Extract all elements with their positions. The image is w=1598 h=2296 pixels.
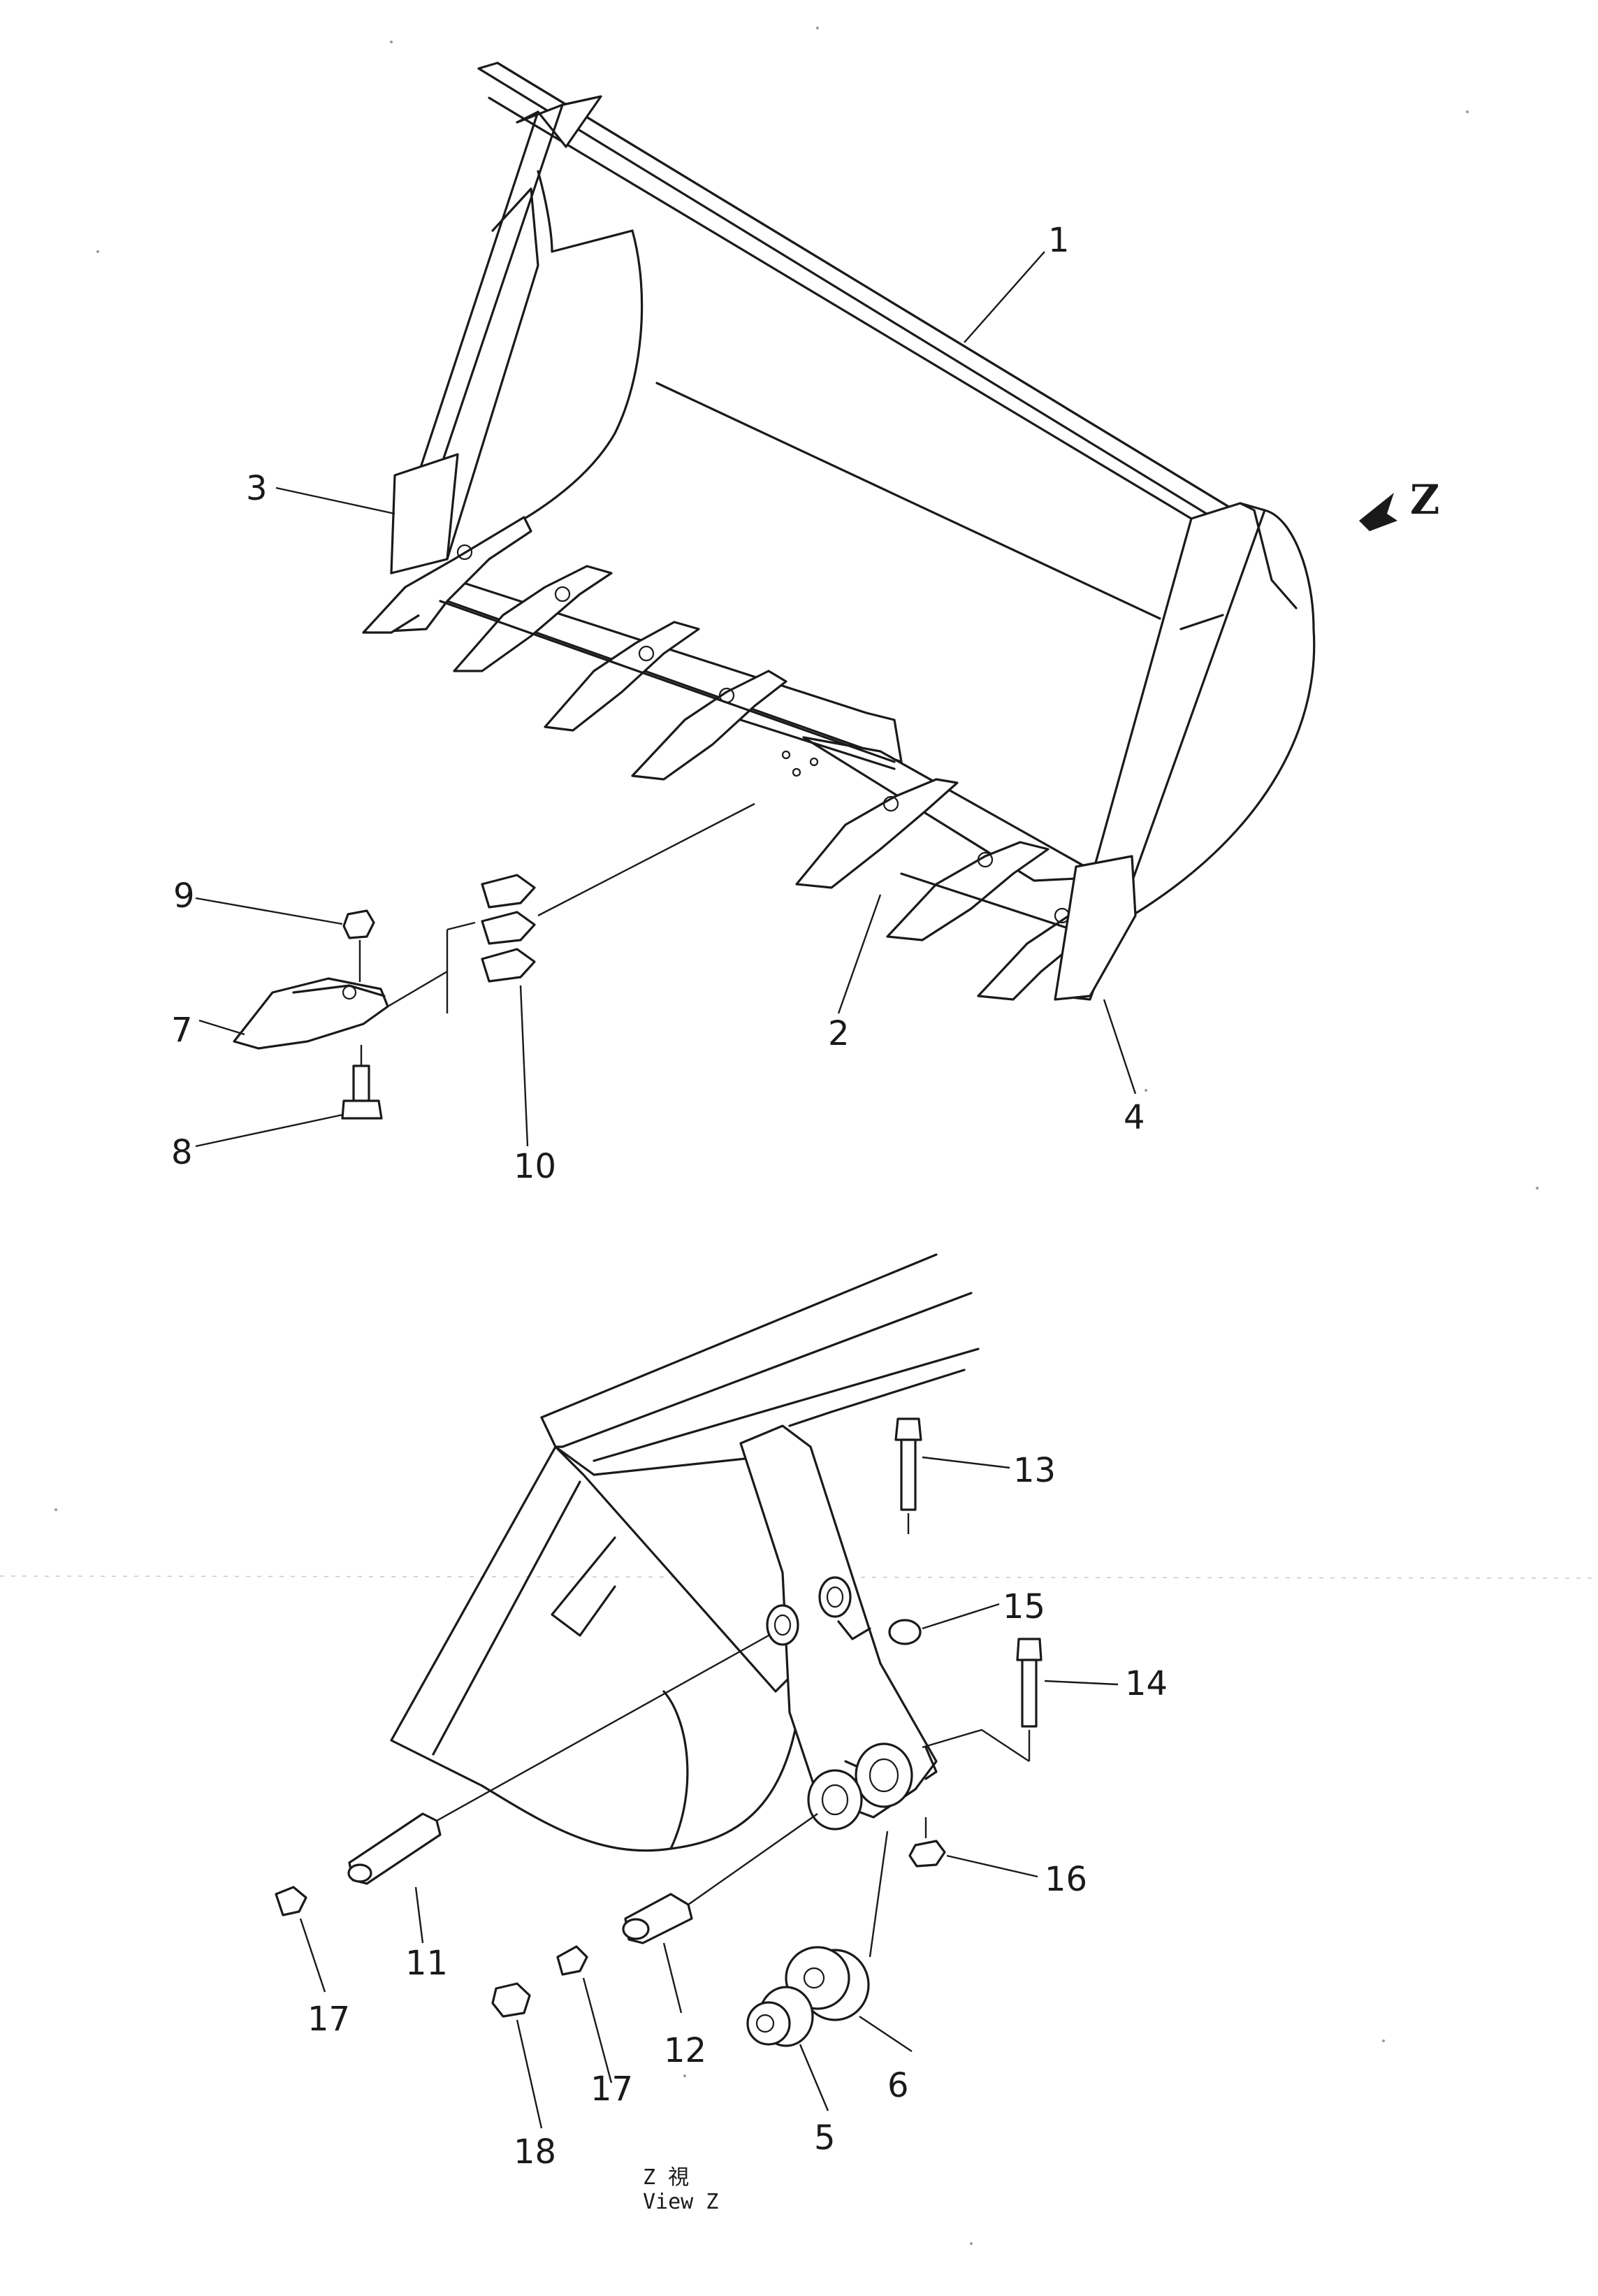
plug-18 [491,1982,531,2018]
callout-14: 14 [1125,1664,1168,1703]
callout-2: 2 [828,1014,850,1053]
callout-9: 9 [173,876,195,916]
callout-13: 13 [1013,1451,1056,1490]
view-caption-line1: Z 視 [643,2165,689,2190]
callout-8: 8 [171,1133,193,1172]
callout-4: 4 [1124,1098,1145,1137]
grease-fitting-17a [275,1886,307,1916]
top-leaders [195,251,1137,1148]
hinge-hardware-exploded [275,1417,1043,2047]
callout-18: 18 [514,2132,556,2172]
washer-15 [888,1619,922,1645]
view-z-label: Z [1410,476,1439,524]
scan-line [0,1575,1598,1579]
bucket-teeth [362,516,1112,1001]
callout-6: 6 [887,2066,909,2105]
shim-10b [481,911,536,945]
callout-12: 12 [664,2031,706,2070]
callout-15: 15 [1003,1587,1045,1626]
bottom-leaders [299,1456,1119,2129]
callout-1: 1 [1048,221,1070,260]
view-caption: Z 視 View Z [643,2165,718,2214]
callout-5: 5 [814,2118,836,2158]
callout-labels: 1 2 3 4 5 6 7 8 9 10 11 12 13 14 15 16 1… [171,221,1168,2172]
bolt-13 [894,1417,922,1441]
view-z-arrow: Z [1359,476,1439,531]
bolt-14 [1016,1638,1043,1661]
callout-7: 7 [171,1011,193,1050]
shim-10a [481,874,536,909]
callout-17a: 17 [307,2000,350,2039]
callout-10: 10 [514,1147,556,1186]
nut-9 [342,909,375,939]
bucket-top-view [362,62,1316,1001]
bucket-view-z [390,1253,980,1852]
callout-11: 11 [405,1944,448,1983]
callout-17b: 17 [590,2070,633,2109]
bolt-8 [352,1064,370,1102]
scan-noise [55,27,1539,2245]
callout-16: 16 [1045,1860,1087,1899]
shim-10c [481,948,536,983]
view-caption-line2: View Z [643,2190,718,2214]
tooth-assembly-exploded [233,802,755,1120]
callout-3: 3 [246,469,268,508]
nut-16 [908,1840,946,1868]
grease-fitting-17b [556,1945,588,1976]
